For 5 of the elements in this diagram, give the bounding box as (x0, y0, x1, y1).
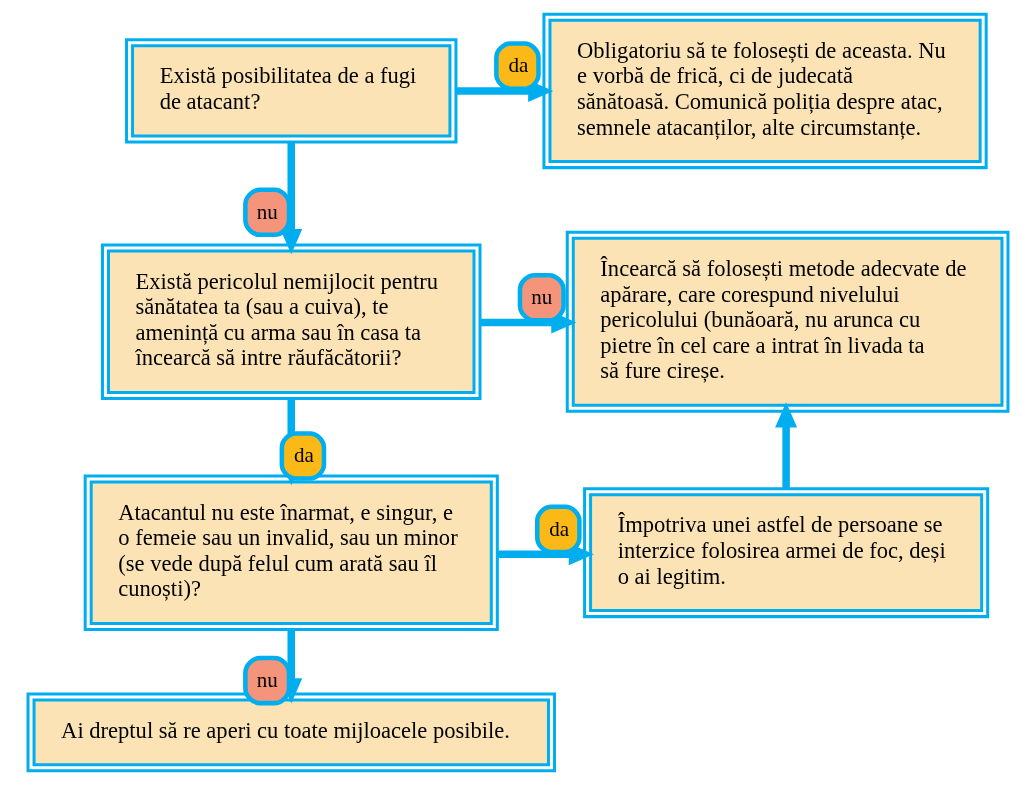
edge-label: nu (256, 199, 278, 224)
edge-label: nu (256, 667, 278, 692)
edge-label: da (507, 53, 528, 78)
edge-label: nu (530, 285, 552, 310)
edge-label: da (548, 516, 569, 541)
